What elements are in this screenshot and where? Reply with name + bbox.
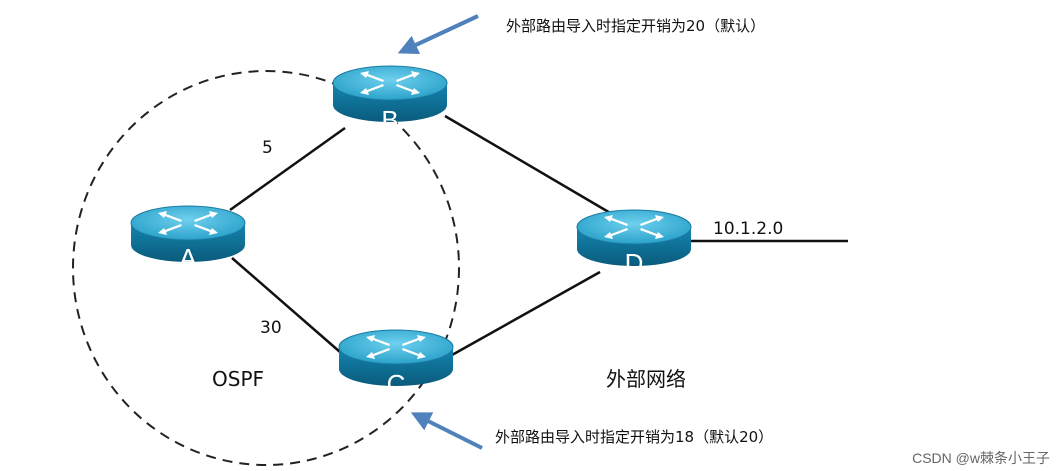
- external-network-label: 外部网络: [606, 367, 686, 391]
- router-d-label: D: [625, 248, 644, 278]
- link-a-c: [231, 257, 341, 353]
- router-d: D: [576, 209, 692, 278]
- cost-label-a-c: 30: [260, 318, 282, 338]
- annotation-arrow-b: [397, 14, 479, 54]
- router-b-label: B: [381, 105, 398, 135]
- link-b-d: [444, 114, 613, 216]
- external-network-address: 10.1.2.0: [713, 219, 783, 239]
- router-c: C: [338, 329, 454, 399]
- annotation-router-c: 外部路由导入时指定开销为18（默认20）: [495, 428, 773, 446]
- annotation-router-b: 外部路由导入时指定开销为20（默认）: [506, 17, 765, 35]
- ospf-area-label: OSPF: [212, 367, 264, 391]
- router-c-label: C: [387, 369, 406, 399]
- watermark: CSDN @w棘条小王子: [912, 450, 1050, 466]
- router-a: A: [130, 205, 246, 273]
- link-a-b: [229, 126, 346, 212]
- router-a-label: A: [179, 243, 197, 273]
- ospf-area-boundary: [72, 70, 460, 466]
- cost-label-a-b: 5: [262, 138, 273, 158]
- router-b: B: [332, 65, 448, 135]
- annotation-arrow-c: [410, 412, 483, 450]
- link-c-d: [451, 270, 601, 357]
